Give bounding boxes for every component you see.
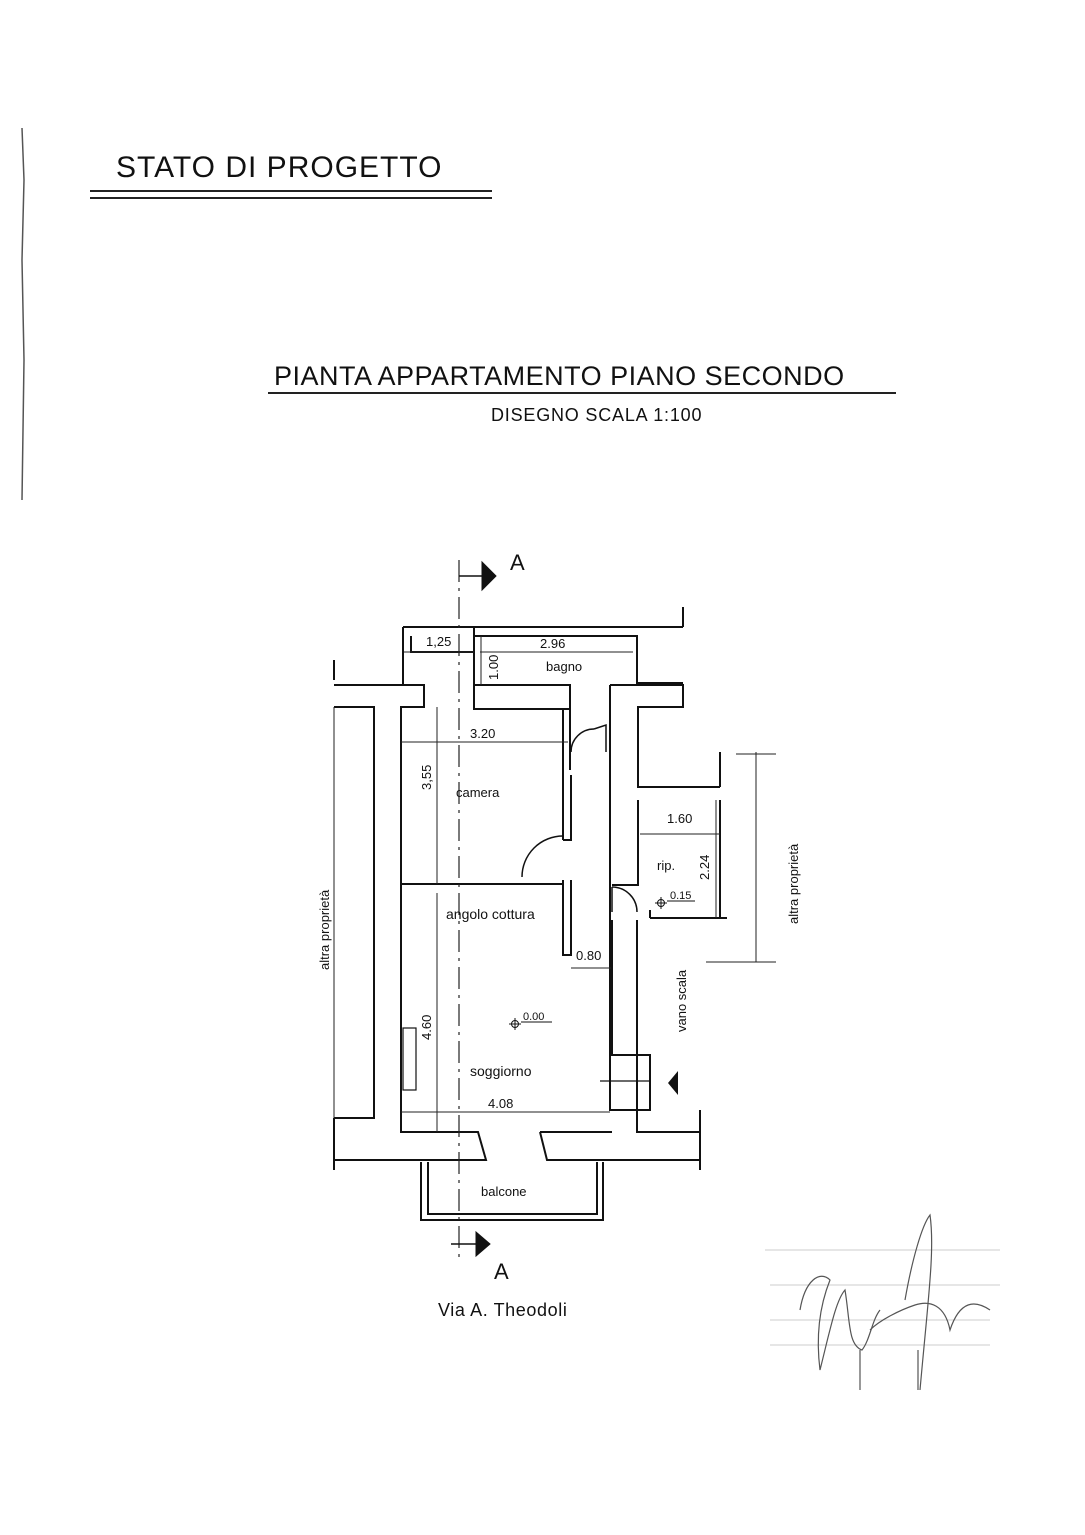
title-underline-1 (90, 190, 492, 192)
scan-edge (21, 127, 25, 501)
room-soggiorno: soggiorno (470, 1063, 532, 1079)
room-bagno: bagno (546, 659, 582, 674)
doors (521, 723, 638, 913)
dim-3-20: 3.20 (470, 726, 495, 741)
dim-3-55: 3,55 (419, 765, 434, 790)
section-marker-bottom: A (451, 1230, 509, 1284)
entrance-arrow (600, 1071, 678, 1095)
signature (765, 1213, 1000, 1391)
dim-2-24: 2.24 (697, 855, 712, 880)
dim-4-60: 4.60 (419, 1015, 434, 1040)
dim-2-96: 2.96 (540, 636, 565, 651)
plan-title: PIANTA APPARTAMENTO PIANO SECONDO (274, 361, 845, 391)
level-mark-rip: 0.15 (655, 890, 695, 909)
kitchen-counter (402, 1027, 417, 1091)
dim-4-08: 4.08 (488, 1096, 513, 1111)
dim-1-00: 1.00 (486, 655, 501, 680)
dim-1-25: 1,25 (426, 634, 451, 649)
section-label-top: A (510, 550, 525, 575)
level-mark-main: 0.00 (509, 1011, 552, 1030)
label-altra-proprieta-left: altra proprietà (317, 889, 332, 970)
level-0-15: 0.15 (670, 890, 691, 902)
level-0-00: 0.00 (523, 1011, 544, 1023)
room-balcone: balcone (481, 1184, 527, 1199)
room-vano-scala: vano scala (674, 969, 689, 1032)
dim-0-80: 0.80 (576, 948, 601, 963)
room-rip: rip. (657, 858, 675, 873)
title-underline-2 (90, 197, 492, 199)
section-label-bottom: A (494, 1259, 509, 1284)
plan-title-underline (268, 392, 896, 394)
scale-label: DISEGNO SCALA 1:100 (491, 405, 703, 425)
room-camera: camera (456, 785, 500, 800)
project-status-title: STATO DI PROGETTO (116, 151, 443, 184)
walls (333, 607, 727, 1221)
label-altra-proprieta-right: altra proprietà (786, 843, 801, 924)
dim-1-60: 1.60 (667, 811, 692, 826)
dimension-lines (333, 636, 776, 1132)
street-name: Via A. Theodoli (438, 1300, 568, 1320)
section-marker-top: A (459, 550, 525, 592)
room-angolo-cottura: angolo cottura (446, 906, 535, 922)
